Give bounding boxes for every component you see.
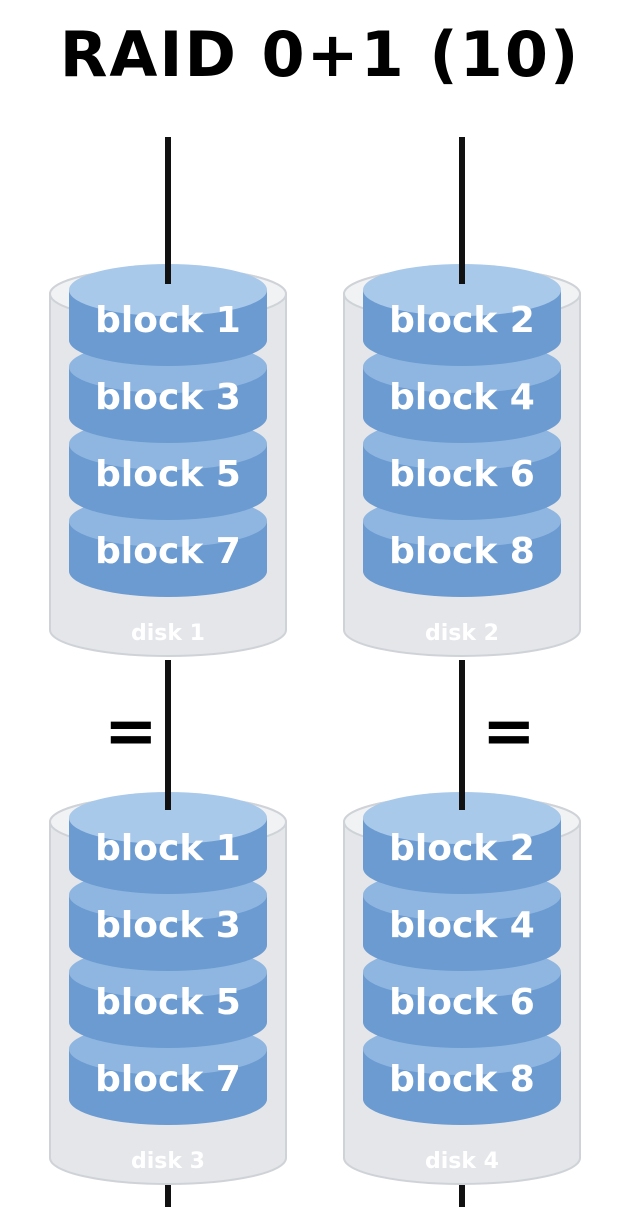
block-label-2-3: block 6: [389, 454, 535, 495]
equals-sign-right: =: [482, 695, 536, 769]
diagram-title: RAID 0+1 (10): [59, 18, 581, 91]
block-label-3-2: block 3: [95, 905, 241, 946]
block-label-2-1: block 2: [389, 300, 535, 341]
block-label-1-2: block 3: [95, 377, 241, 418]
block-top-4-1: [363, 792, 561, 844]
block-label-1-4: block 7: [95, 531, 241, 572]
disk-label-3: disk 3: [131, 1149, 205, 1174]
block-label-2-2: block 4: [389, 377, 535, 418]
disk-label-4: disk 4: [425, 1149, 499, 1174]
block-label-3-1: block 1: [95, 828, 241, 869]
disk-label-2: disk 2: [425, 621, 499, 646]
block-label-2-4: block 8: [389, 531, 535, 572]
block-label-1-3: block 5: [95, 454, 241, 495]
disk-label-1: disk 1: [131, 621, 205, 646]
block-top-1-1: [69, 264, 267, 316]
block-top-3-1: [69, 792, 267, 844]
block-label-4-3: block 6: [389, 982, 535, 1023]
block-label-4-4: block 8: [389, 1059, 535, 1100]
block-label-4-1: block 2: [389, 828, 535, 869]
block-label-4-2: block 4: [389, 905, 535, 946]
block-label-1-1: block 1: [95, 300, 241, 341]
block-label-3-4: block 7: [95, 1059, 241, 1100]
block-label-3-3: block 5: [95, 982, 241, 1023]
equals-sign-left: =: [104, 695, 158, 769]
block-top-2-1: [363, 264, 561, 316]
